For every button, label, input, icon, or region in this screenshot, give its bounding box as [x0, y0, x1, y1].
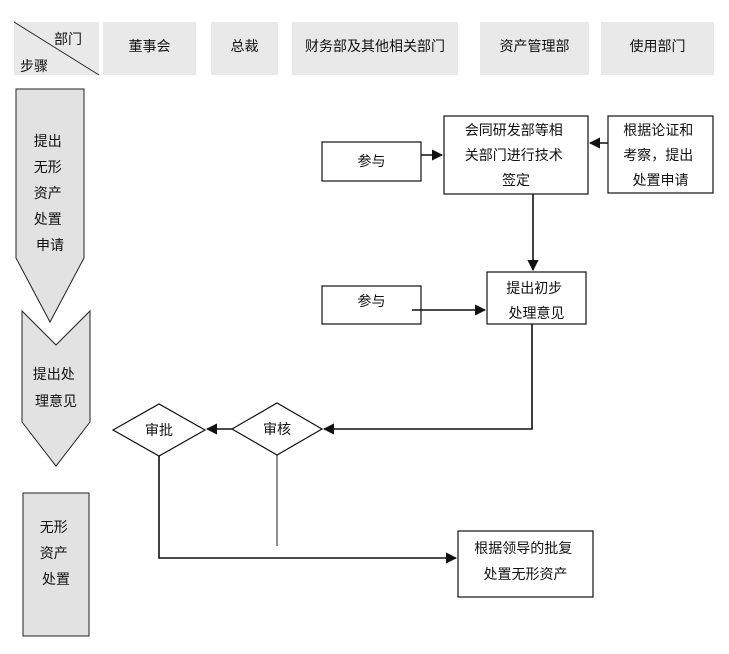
arrow-opinion-to-review — [322, 324, 533, 435]
header-label-finance: 财务部及其他相关部门 — [305, 39, 445, 55]
header-cell-finance: 财务部及其他相关部门 — [292, 22, 458, 75]
user-request-label: 根据论证和 考察，提出 处置申请 — [623, 123, 697, 189]
node-user-request: 根据论证和 考察，提出 处置申请 — [607, 115, 714, 194]
approve-label: 审批 — [145, 423, 173, 439]
stage-1-label: 提出 无形 资产 处置 申请 — [34, 134, 66, 254]
header-corner-cell: 部门 步骤 — [13, 21, 100, 76]
review-label: 审核 — [263, 422, 291, 438]
tech-appraisal-label: 会同研发部等相 关部门进行技术 签定 — [465, 122, 567, 189]
header-label-asset-management: 资产管理部 — [500, 39, 570, 55]
node-tech-appraisal: 会同研发部等相 关部门进行技术 签定 — [443, 115, 589, 195]
header-cell-user-dept: 使用部门 — [601, 22, 714, 75]
stage-2-label: 提出处 理意见 — [33, 367, 79, 410]
header-row: 部门 步骤 董事会 总裁 财务部及其他相关部门 资产管理部 使用部门 — [13, 21, 714, 76]
header-cell-board: 董事会 — [103, 22, 196, 75]
participate-2-label: 参与 — [358, 293, 386, 310]
node-preliminary-opinion: 提出初步 处理意见 — [486, 271, 587, 325]
header-label-president: 总裁 — [231, 39, 259, 55]
header-corner-department: 部门 — [54, 32, 82, 48]
participate-1-label: 参与 — [358, 153, 386, 170]
node-approve-decision: 审批 — [111, 403, 207, 457]
stage-1-shape: 提出 无形 资产 处置 申请 — [15, 88, 85, 324]
preliminary-opinion-label: 提出初步 处理意见 — [506, 280, 566, 322]
header-corner-step: 步骤 — [20, 59, 48, 75]
header-cell-asset-management: 资产管理部 — [480, 22, 589, 75]
node-participate-2: 参与 — [321, 285, 422, 325]
stage-3-shape: 无形 资产 处置 — [22, 492, 90, 637]
header-cell-president: 总裁 — [211, 22, 278, 75]
node-review-decision: 审核 — [230, 402, 324, 456]
arrow-approve-to-dispose — [158, 456, 458, 564]
stage-2-shape: 提出处 理意见 — [21, 309, 91, 467]
stage-3-label: 无形 资产 处置 — [40, 520, 72, 588]
header-label-board: 董事会 — [129, 39, 171, 55]
node-dispose: 根据领导的批复 处置无形资产 — [457, 530, 594, 598]
header-label-user-dept: 使用部门 — [630, 38, 686, 55]
node-participate-1: 参与 — [321, 141, 422, 182]
dispose-label: 根据领导的批复 处置无形资产 — [474, 540, 576, 583]
